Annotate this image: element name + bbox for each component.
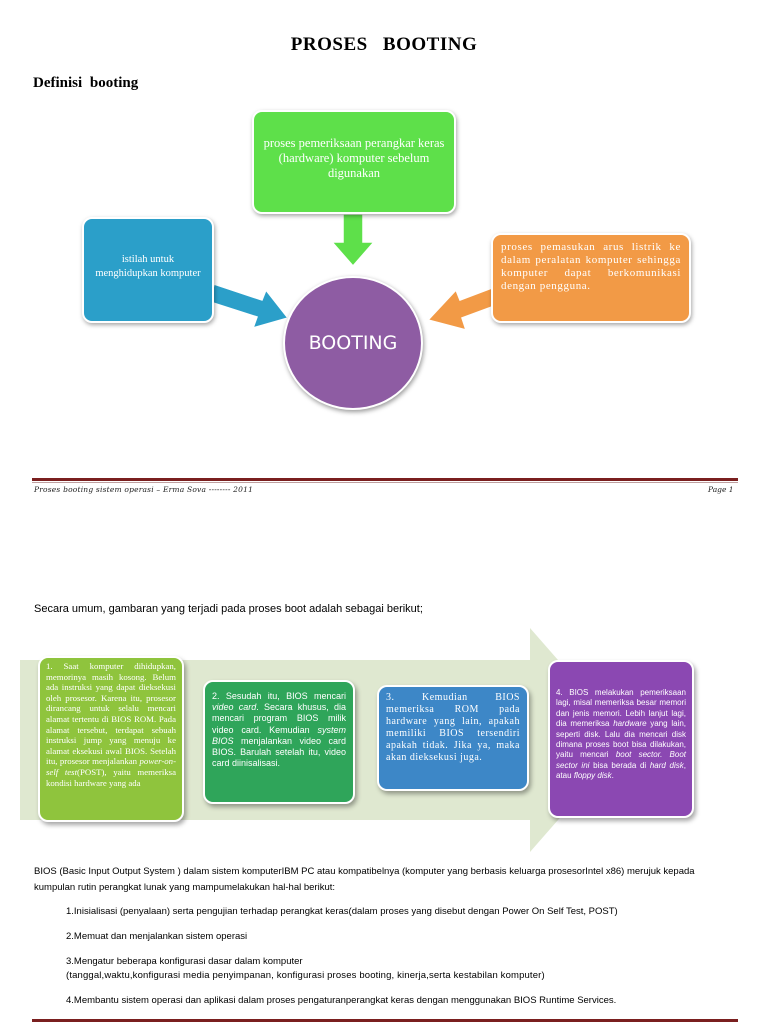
booting-circle: BOOTING: [283, 276, 423, 410]
process-step-1: 1. Saat komputer dihidupkan, memorinya m…: [38, 656, 184, 822]
step-italic: hard disk: [649, 760, 684, 770]
list-item: (tanggal,waktu,konfigurasi media penyimp…: [66, 970, 545, 981]
step-text: . Secara khusus, dia mencari program BIO…: [212, 702, 347, 735]
step-italic: power-on-self test: [46, 756, 177, 777]
left-pointing-arrow: [426, 284, 501, 332]
step-italic: video card: [212, 702, 257, 713]
definition-box-top: proses pemeriksaan perangkar keras (hard…: [252, 110, 456, 214]
section-heading: Definisi booting: [33, 75, 139, 91]
list-item: 2.Memuat dan menjalankan sistem operasi: [66, 931, 248, 942]
process-step-2: 2. Sesudah itu, BIOS mencari video card.…: [203, 680, 355, 804]
step-italic: boot sector. Boot sector ini: [556, 750, 686, 770]
page-number: Page 1: [708, 485, 734, 494]
step-text: yang lain, seperti disk. Lalu dia mencar…: [556, 719, 686, 760]
definition-text: istilah untuk menghidupkan komputer: [95, 254, 201, 279]
booting-label: BOOTING: [308, 332, 398, 354]
list-item: 3.Mengatur beberapa konfigurasi dasar da…: [66, 956, 303, 967]
step-text: (POST), yaitu memeriksa kondisi hardware…: [46, 766, 176, 788]
step-text: 4. BIOS melakukan pemeriksaan lagi, misa…: [556, 688, 686, 729]
step-text: bisa berada di: [593, 760, 647, 770]
step-italic: hardware: [613, 719, 647, 729]
definition-box-right: proses pemasukan arus listrik ke dalam p…: [491, 233, 691, 323]
definition-text: proses pemasukan arus listrik ke dalam p…: [501, 241, 681, 292]
process-step-4: 4. BIOS melakukan pemeriksaan lagi, misa…: [548, 660, 694, 818]
bios-paragraph: BIOS (Basic Input Output System ) dalam …: [34, 866, 695, 893]
list-item: 4.Membantu sistem operasi dan aplikasi d…: [66, 995, 617, 1006]
list-item: 1.Inisialisasi (penyalaan) serta penguji…: [66, 906, 618, 917]
down-arrow: [330, 213, 376, 268]
step-text: 3. Kemudian BIOS memeriksa ROM pada hard…: [386, 692, 520, 763]
right-pointing-arrow: [209, 283, 290, 330]
definition-text: proses pemeriksaan perangkar keras (hard…: [263, 136, 445, 180]
footer-rule: [32, 478, 738, 481]
step-italic: floppy disk: [573, 771, 612, 781]
step-text: , atau: [556, 760, 686, 781]
page-title: PROSES BOOTING: [290, 34, 478, 55]
step-italic: system BIOS: [212, 724, 346, 746]
bottom-rule: [32, 1019, 738, 1022]
step-text: menjalankan video card BIOS. Barulah set…: [212, 735, 346, 769]
footer-text: Proses booting sistem operasi – Erma Sov…: [34, 485, 254, 494]
definition-box-left: istilah untuk menghidupkan komputer: [82, 217, 214, 323]
step-text: .: [611, 771, 614, 781]
step-text: 1. Saat komputer dihidupkan, memorinya m…: [46, 661, 176, 767]
step-text: 2. Sesudah itu, BIOS mencari: [212, 691, 346, 701]
diagram-arrows: [209, 213, 501, 332]
process-step-3: 3. Kemudian BIOS memeriksa ROM pada hard…: [377, 685, 529, 791]
footer-rule-thin: [32, 482, 738, 483]
intro-text: Secara umum, gambaran yang terjadi pada …: [34, 603, 423, 615]
